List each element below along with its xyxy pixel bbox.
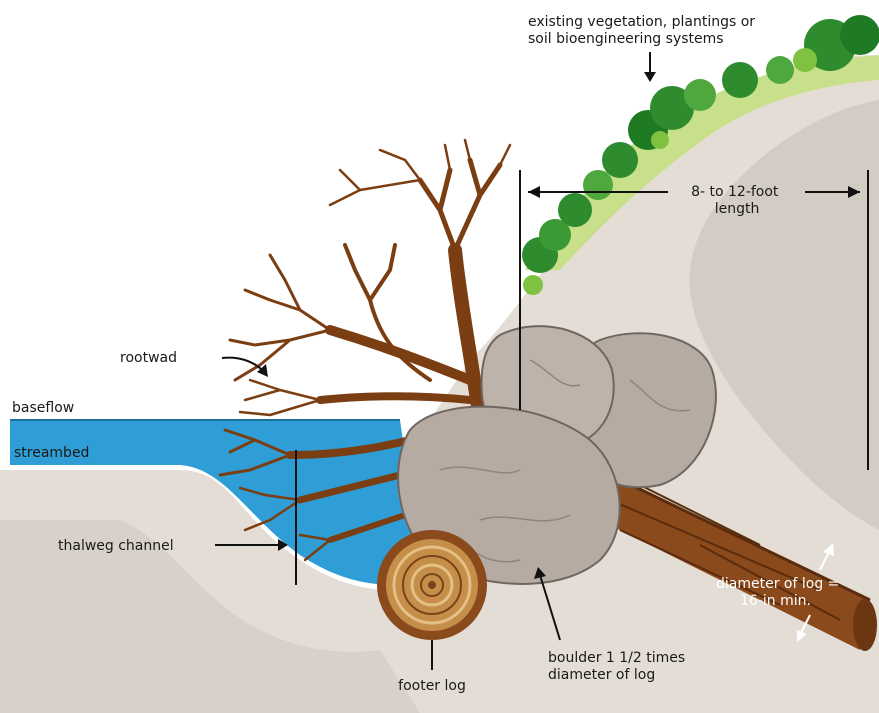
footer-log xyxy=(377,530,487,640)
vegetation-label: existing vegetation, plantings or soil b… xyxy=(528,14,760,47)
streambed-label: streambed xyxy=(14,445,89,461)
baseflow-label: baseflow xyxy=(12,400,74,416)
thalweg-label: thalweg channel xyxy=(58,538,174,554)
rootwad-label: rootwad xyxy=(120,350,177,366)
footer-log-label: footer log xyxy=(398,678,466,694)
